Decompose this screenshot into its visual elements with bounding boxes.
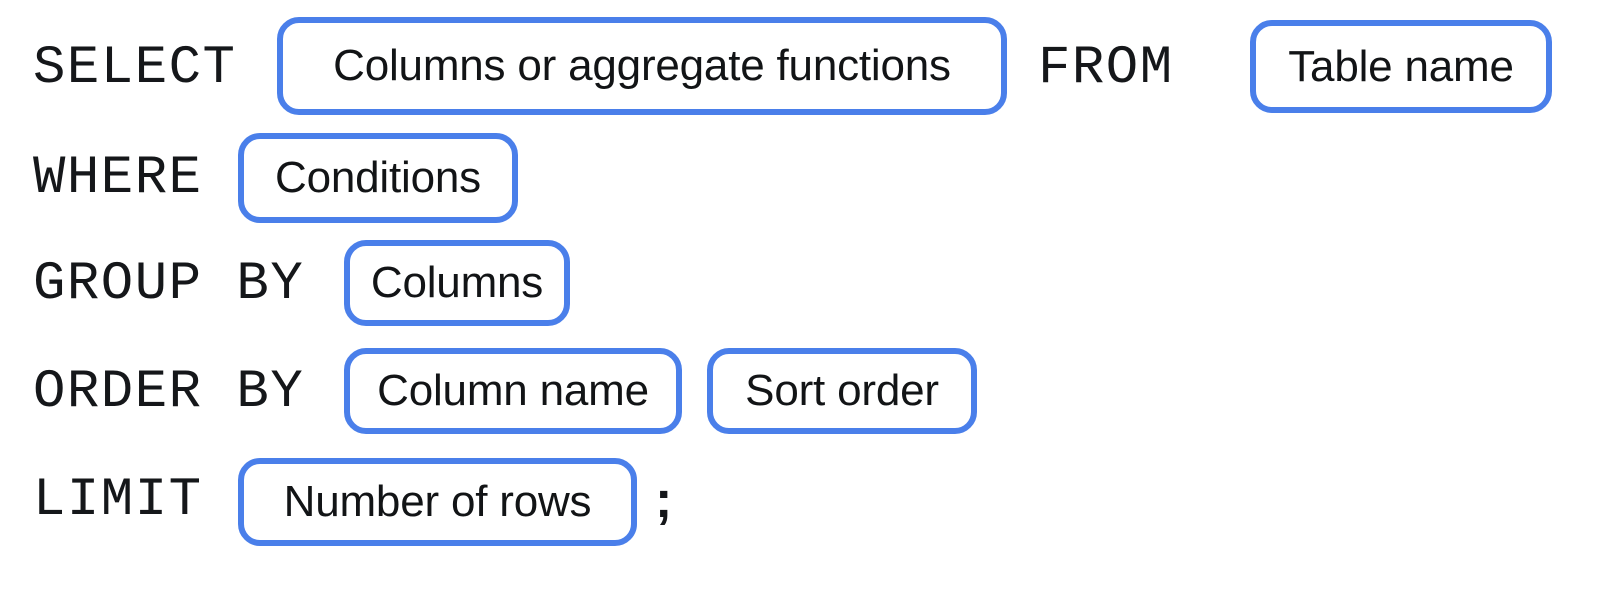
keyword-from: FROM — [1038, 38, 1174, 99]
slot-sort-order[interactable]: Sort order — [707, 348, 977, 434]
slot-label: Column name — [377, 366, 649, 415]
slot-label: Conditions — [275, 153, 481, 202]
slot-label: Columns — [370, 258, 544, 307]
keyword-limit: LIMIT — [33, 470, 203, 531]
keyword-where: WHERE — [33, 148, 203, 209]
keyword-group-by: GROUP BY — [33, 254, 305, 315]
slot-label: Table name — [1288, 41, 1514, 91]
statement-terminator-semicolon: ; — [655, 471, 673, 529]
slot-order-by-column-name[interactable]: Column name — [344, 348, 682, 434]
slot-table-name[interactable]: Table name — [1250, 20, 1552, 113]
slot-columns-or-aggregate-functions[interactable]: Columns or aggregate functions — [277, 17, 1007, 115]
slot-label: Number of rows — [283, 477, 592, 526]
slot-number-of-rows[interactable]: Number of rows — [238, 458, 637, 546]
slot-label: Columns or aggregate functions — [333, 41, 951, 90]
keyword-order-by: ORDER BY — [33, 362, 305, 423]
slot-label: Sort order — [745, 366, 939, 415]
slot-group-by-columns[interactable]: Columns — [344, 240, 570, 326]
keyword-select: SELECT — [33, 38, 237, 99]
slot-conditions[interactable]: Conditions — [238, 133, 518, 223]
